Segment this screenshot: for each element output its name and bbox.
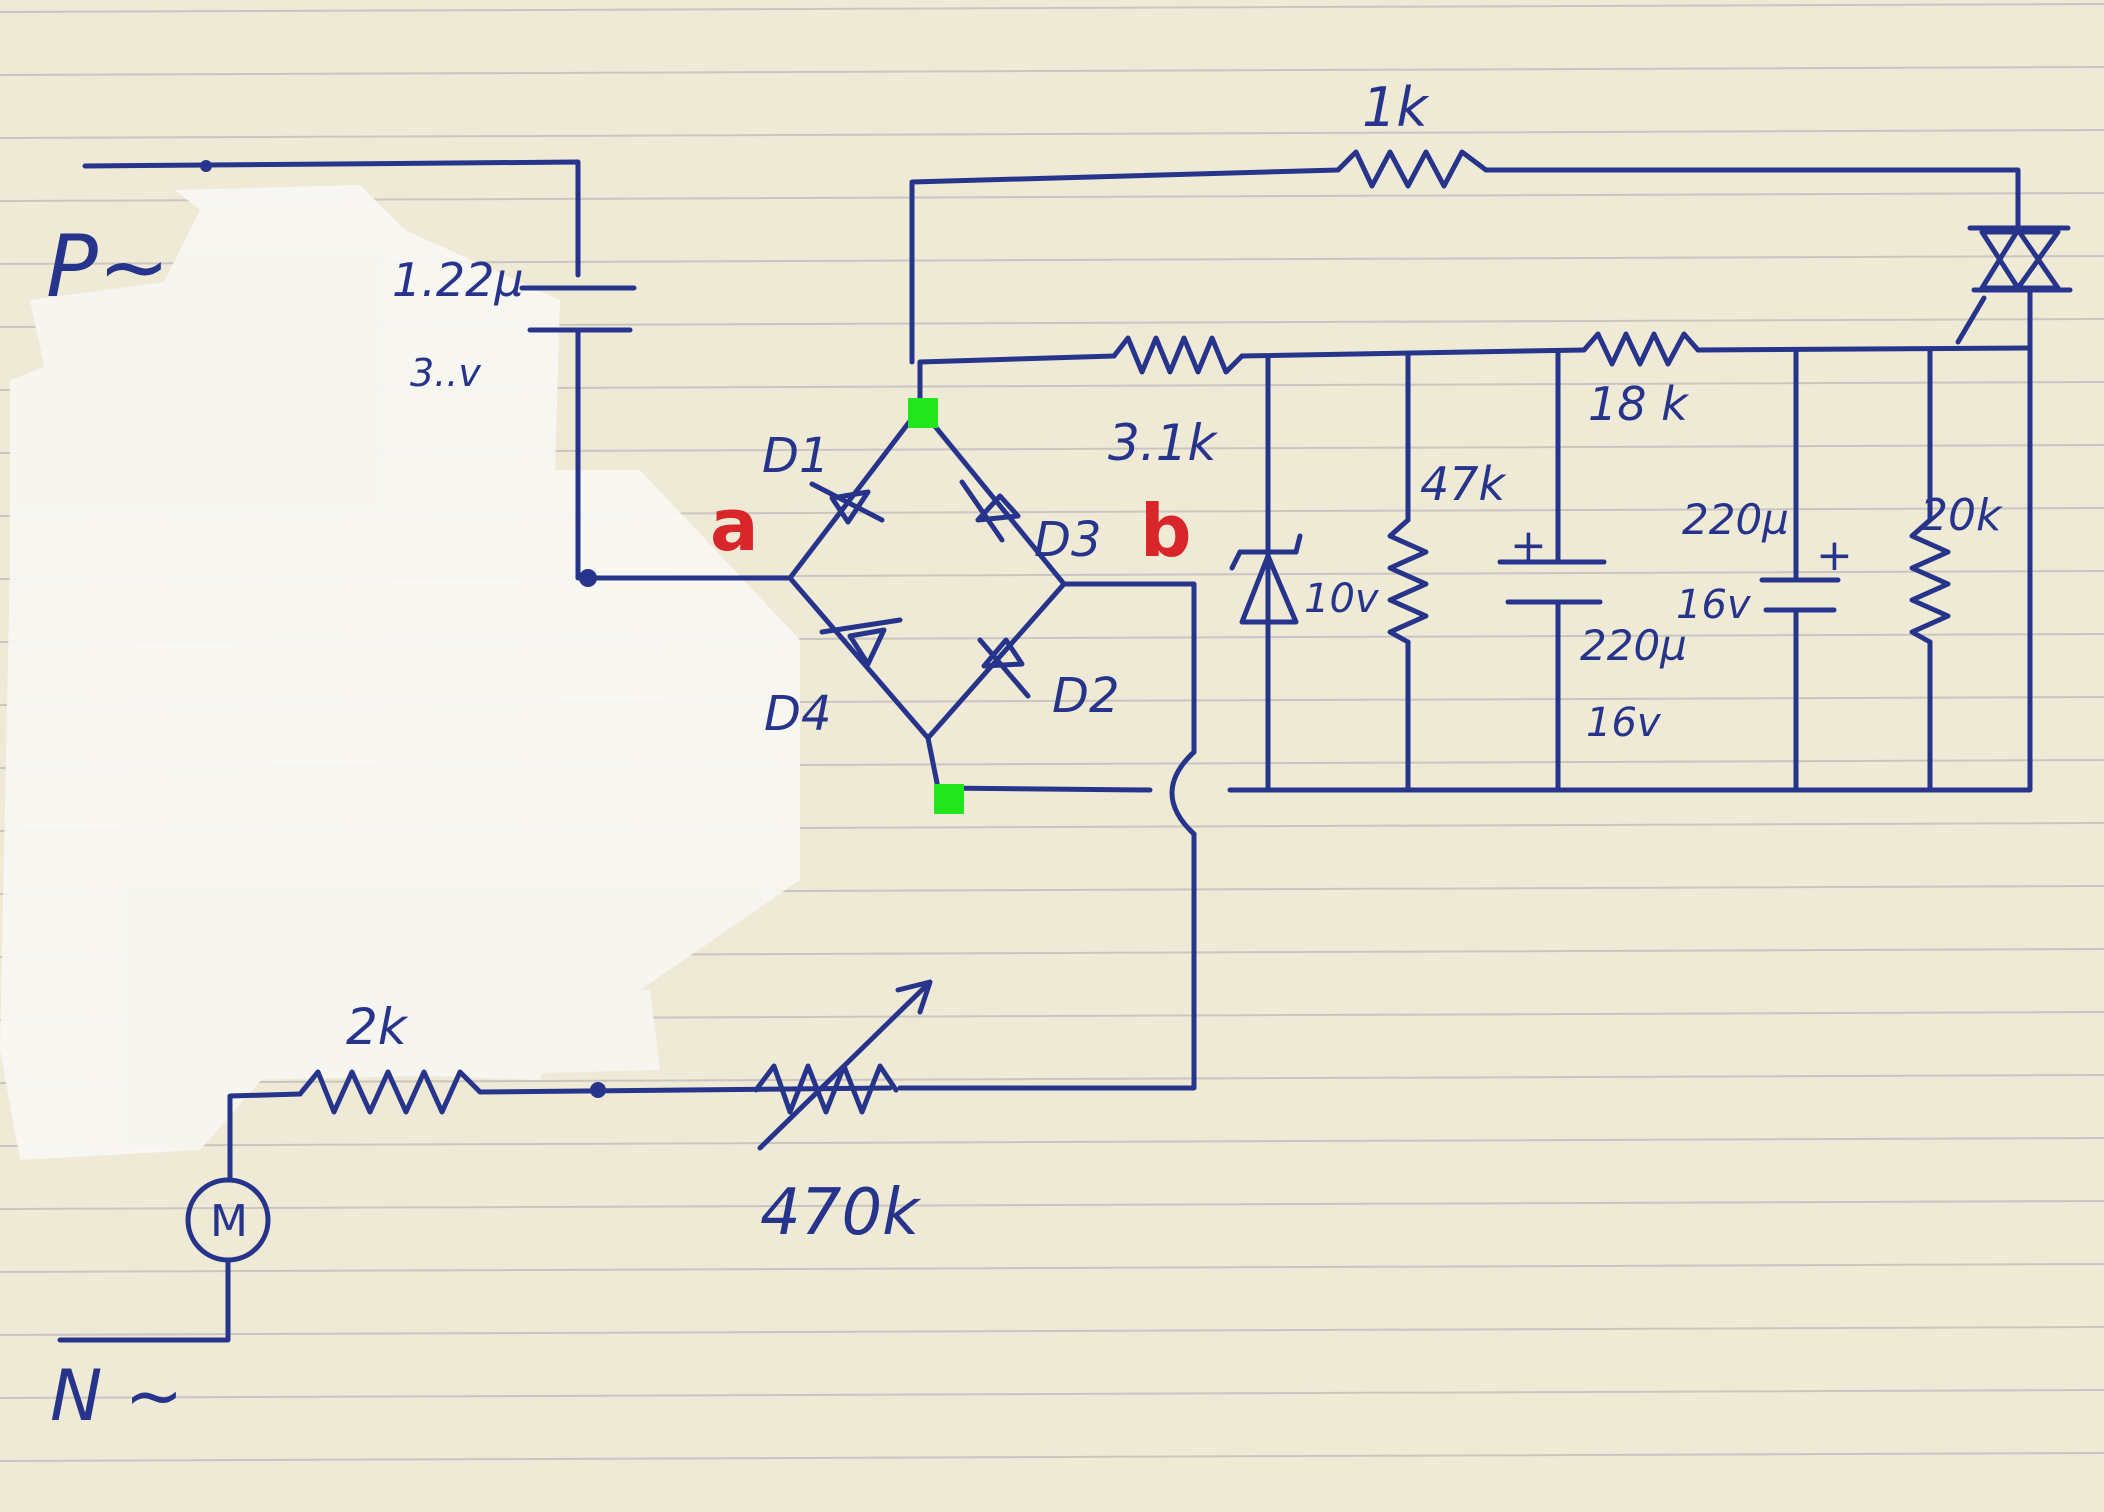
ruled-line [0,66,2104,76]
label-d3: D3 [1034,512,1102,568]
ruled-line [0,129,2104,139]
node-marker-top [908,398,938,428]
label-motor: M [210,1196,248,1247]
label-node-a: a [710,483,759,567]
junction-dots [200,160,606,1098]
label-r-20k: 20k [1920,490,2003,541]
label-cap2-value: 220µ [1682,495,1789,544]
label-d4: D4 [764,686,832,742]
label-r-18k: 18 k [1588,377,1690,431]
ruled-line [0,1389,2104,1399]
label-zener: 10v [1304,576,1380,622]
ruled-line [0,1137,2104,1147]
resistors [297,149,1951,1151]
label-cap2-voltage: 16v [1676,582,1752,628]
label-node-b: b [1140,489,1192,573]
ruled-line [0,1326,2104,1336]
label-cap1-voltage: 16v [1586,700,1662,746]
potentiometer-arrow [757,979,933,1151]
resistor-1k [1335,149,1489,189]
correction-fluid-patch [0,185,800,1160]
ruled-line [0,1074,2104,1084]
label-pot-470k: 470k [760,1176,922,1250]
label-r-47k: 47k [1420,457,1508,511]
label-r-3k: 3.1k [1108,414,1219,472]
label-d2: D2 [1052,668,1120,724]
label-cap-main-voltage: 3..v [410,351,481,395]
label-plus-2: + [1816,530,1853,581]
label-cap1-value: 220µ [1580,621,1687,670]
ruled-line [0,1263,2104,1273]
ruled-line [0,1200,2104,1210]
wiring [57,159,2073,1343]
label-cap-main-value: 1.22µ [392,253,524,307]
label-r-2k: 2k [346,998,409,1056]
resistor-2k [297,1069,483,1115]
label-plus-1: + [1510,520,1547,571]
resistor-18k [1581,331,1701,367]
label-phase: P~ [46,217,170,317]
label-r-1k: 1k [1362,76,1430,139]
resistor-47k [1387,517,1429,645]
label-neutral: N ~ [50,1355,183,1437]
label-d1: D1 [762,428,830,484]
resistor-20k [1909,517,1951,645]
ruled-line [0,1452,2104,1462]
resistor-3k [1111,335,1245,375]
ruled-line [0,3,2104,13]
potentiometer-470k [753,1063,899,1115]
node-marker-bottom [934,784,964,814]
